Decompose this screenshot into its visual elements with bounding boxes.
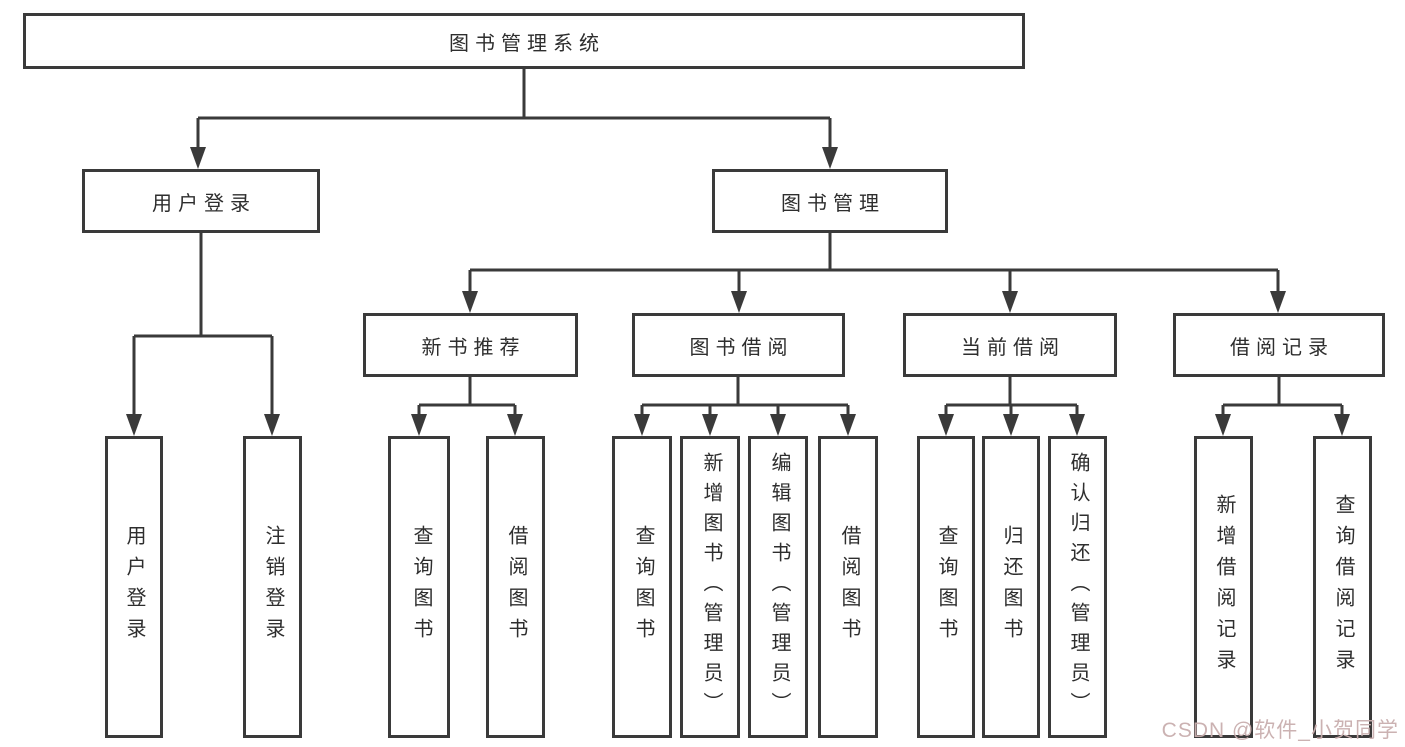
arrow-icon <box>1002 291 1018 313</box>
connector-user-login <box>132 233 274 418</box>
leaf-add-books-admin: 新增图书（管理员） <box>680 436 740 738</box>
node-current-borrowing: 当前借阅 <box>903 313 1117 377</box>
arrow-icon <box>190 147 206 169</box>
arrow-icon <box>822 147 838 169</box>
arrow-icon <box>126 414 142 436</box>
arrow-icon <box>264 414 280 436</box>
leaf-add-borrow-record: 新增借阅记录 <box>1194 436 1253 738</box>
arrow-icon <box>1069 414 1085 436</box>
arrow-icon <box>1270 291 1286 313</box>
connector-book-borrowing <box>640 377 850 418</box>
node-new-book-recommend: 新书推荐 <box>363 313 578 377</box>
connector-borrowing-records <box>1221 377 1344 418</box>
connector-current-borrowing <box>944 377 1079 418</box>
arrow-icon <box>507 414 523 436</box>
leaf-user-login: 用户登录 <box>105 436 163 738</box>
watermark: CSDN @软件_小贺同学 <box>1161 719 1399 742</box>
node-book-borrowing: 图书借阅 <box>632 313 845 377</box>
node-user-login: 用户登录 <box>82 169 320 233</box>
leaf-query-books-2: 查询图书 <box>612 436 672 738</box>
arrow-icon <box>1334 414 1350 436</box>
node-root: 图书管理系统 <box>23 13 1025 69</box>
arrow-icon <box>731 291 747 313</box>
leaf-logout: 注销登录 <box>243 436 302 738</box>
leaf-return-books: 归还图书 <box>982 436 1040 738</box>
arrow-icon <box>702 414 718 436</box>
arrow-icon <box>1003 414 1019 436</box>
node-book-management: 图书管理 <box>712 169 948 233</box>
connector-book-management <box>468 233 1280 294</box>
leaf-query-borrow-record: 查询借阅记录 <box>1313 436 1372 738</box>
leaf-edit-books-admin: 编辑图书（管理员） <box>748 436 808 738</box>
leaf-query-books-3: 查询图书 <box>917 436 975 738</box>
arrow-icon <box>840 414 856 436</box>
leaf-borrow-books-2: 借阅图书 <box>818 436 878 738</box>
node-borrowing-records: 借阅记录 <box>1173 313 1385 377</box>
arrow-icon <box>770 414 786 436</box>
arrow-icon <box>938 414 954 436</box>
arrow-icon <box>411 414 427 436</box>
leaf-query-books-1: 查询图书 <box>388 436 450 738</box>
arrow-icon <box>1215 414 1231 436</box>
leaf-confirm-return-admin: 确认归还（管理员） <box>1048 436 1107 738</box>
leaf-borrow-books-1: 借阅图书 <box>486 436 545 738</box>
connector-new-book <box>417 377 517 418</box>
connector-root <box>196 68 832 150</box>
arrow-icon <box>462 291 478 313</box>
arrow-icon <box>634 414 650 436</box>
